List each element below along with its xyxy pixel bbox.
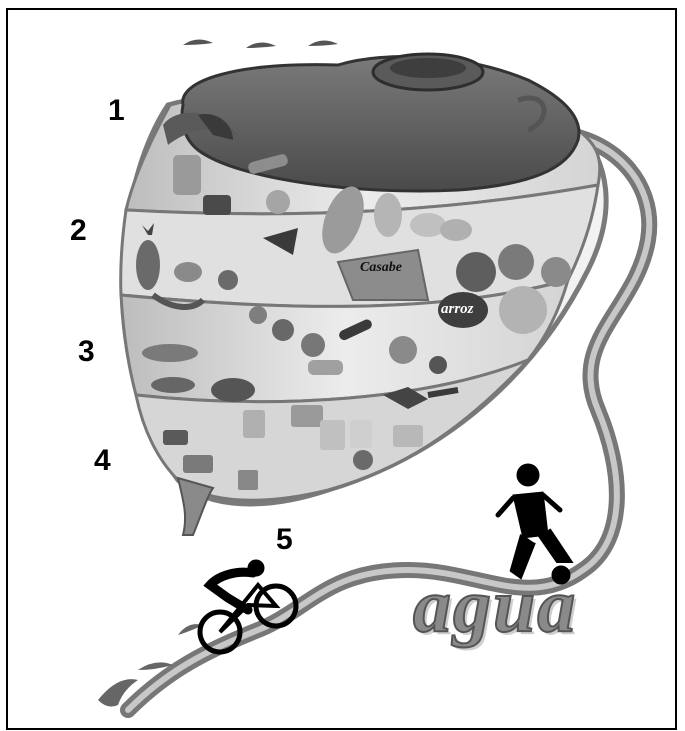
casabe-label: Casabe <box>360 260 402 276</box>
level-4-number: 4 <box>94 446 111 476</box>
splash-marks <box>183 39 338 48</box>
level-3-number: 3 <box>78 337 95 367</box>
arroz-label: arroz <box>441 301 474 318</box>
diagram-frame: 1 2 3 4 5 Casabe arroz agua <box>6 8 677 730</box>
level-5-number: 5 <box>276 525 293 555</box>
agua-label: agua <box>413 563 577 650</box>
level-1-number: 1 <box>108 96 125 126</box>
level-2-number: 2 <box>70 216 87 246</box>
jug-spout <box>178 478 213 535</box>
